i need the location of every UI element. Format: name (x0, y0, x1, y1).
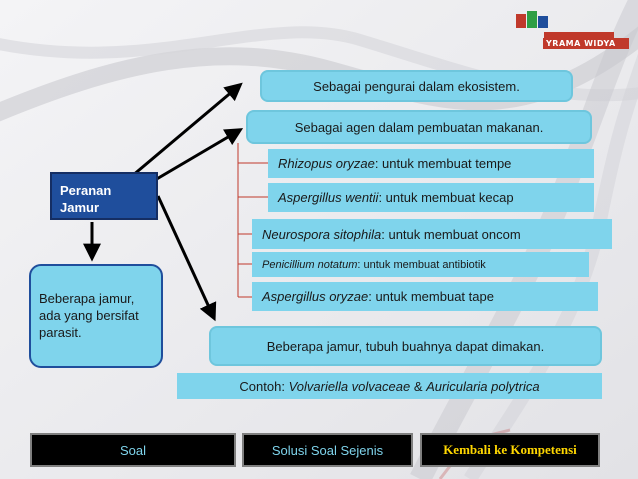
species-use: : untuk membuat tape (368, 289, 494, 304)
role-food-agent: Sebagai agen dalam pembuatan makanan. (246, 110, 592, 144)
solusi-label: Solusi Soal Sejenis (271, 442, 384, 458)
example-rhizopus: Rhizopus oryzae: untuk membuat tempe (268, 149, 594, 178)
species-name: Rhizopus oryzae (278, 156, 375, 171)
species-name: Neurospora sitophila (262, 226, 382, 242)
arrow-to-decomposer (131, 82, 243, 178)
root-line1: Peranan (60, 183, 112, 198)
example-joiner: & (410, 378, 427, 394)
kembali-label: Kembali ke Kompetensi (443, 442, 577, 457)
role-decomposer: Sebagai pengurai dalam ekosistem. (260, 70, 573, 102)
species-use: : untuk membuat tempe (374, 156, 512, 171)
species-use: : untuk membuat oncom (381, 226, 521, 242)
example-bracket (237, 143, 268, 298)
arrow-to-food-agent (154, 128, 244, 182)
example-aspergillus-oryzae: Aspergillus oryzae: untuk membuat tape (252, 282, 598, 311)
species-use: : untuk membuat kecap (378, 190, 514, 205)
role-food-agent-text: Sebagai agen dalam pembuatan makanan. (294, 119, 544, 135)
species-name: Penicillium notatum (262, 258, 358, 271)
kembali-ke-kompetensi-button[interactable]: Kembali ke Kompetensi (420, 433, 600, 467)
example-species-1: Volvariella volvaceae (288, 378, 411, 394)
parasitic-node: Beberapa jamur, ada yang bersifat parasi… (29, 264, 163, 368)
species-name: Aspergillus wentii (278, 190, 379, 205)
soal-label: Soal (119, 442, 147, 458)
role-edible: Beberapa jamur, tubuh buahnya dapat dima… (209, 326, 602, 366)
arrow-to-edible (156, 195, 217, 322)
example-aspergillus-wentii: Aspergillus wentii: untuk membuat kecap (268, 183, 594, 212)
root-node-peranan-jamur: Peranan Jamur (50, 172, 158, 220)
soal-button[interactable]: Soal (30, 433, 236, 467)
role-edible-text: Beberapa jamur, tubuh buahnya dapat dima… (266, 338, 545, 354)
example-species-2: Auricularia polytrica (426, 378, 540, 394)
logo-book-blue (538, 16, 548, 28)
example-penicillium: Penicillium notatum: untuk membuat antib… (252, 252, 589, 277)
logo-book-green (527, 11, 537, 28)
species-use: : untuk membuat antibiotik (357, 258, 486, 271)
example-neurospora: Neurospora sitophila: untuk membuat onco… (252, 219, 612, 249)
solusi-soal-sejenis-button[interactable]: Solusi Soal Sejenis (242, 433, 413, 467)
logo-text: YRAMA WIDYA (543, 38, 629, 49)
parasitic-text: Beberapa jamur, ada yang bersifat parasi… (39, 291, 139, 340)
root-line2: Jamur (60, 200, 100, 215)
species-name: Aspergillus oryzae (262, 289, 369, 304)
example-prefix: Contoh: (239, 378, 289, 394)
role-decomposer-text: Sebagai pengurai dalam ekosistem. (313, 78, 520, 94)
logo-book-red (516, 14, 526, 28)
edible-example: Contoh: Volvariella volvaceae & Auricula… (177, 373, 602, 399)
